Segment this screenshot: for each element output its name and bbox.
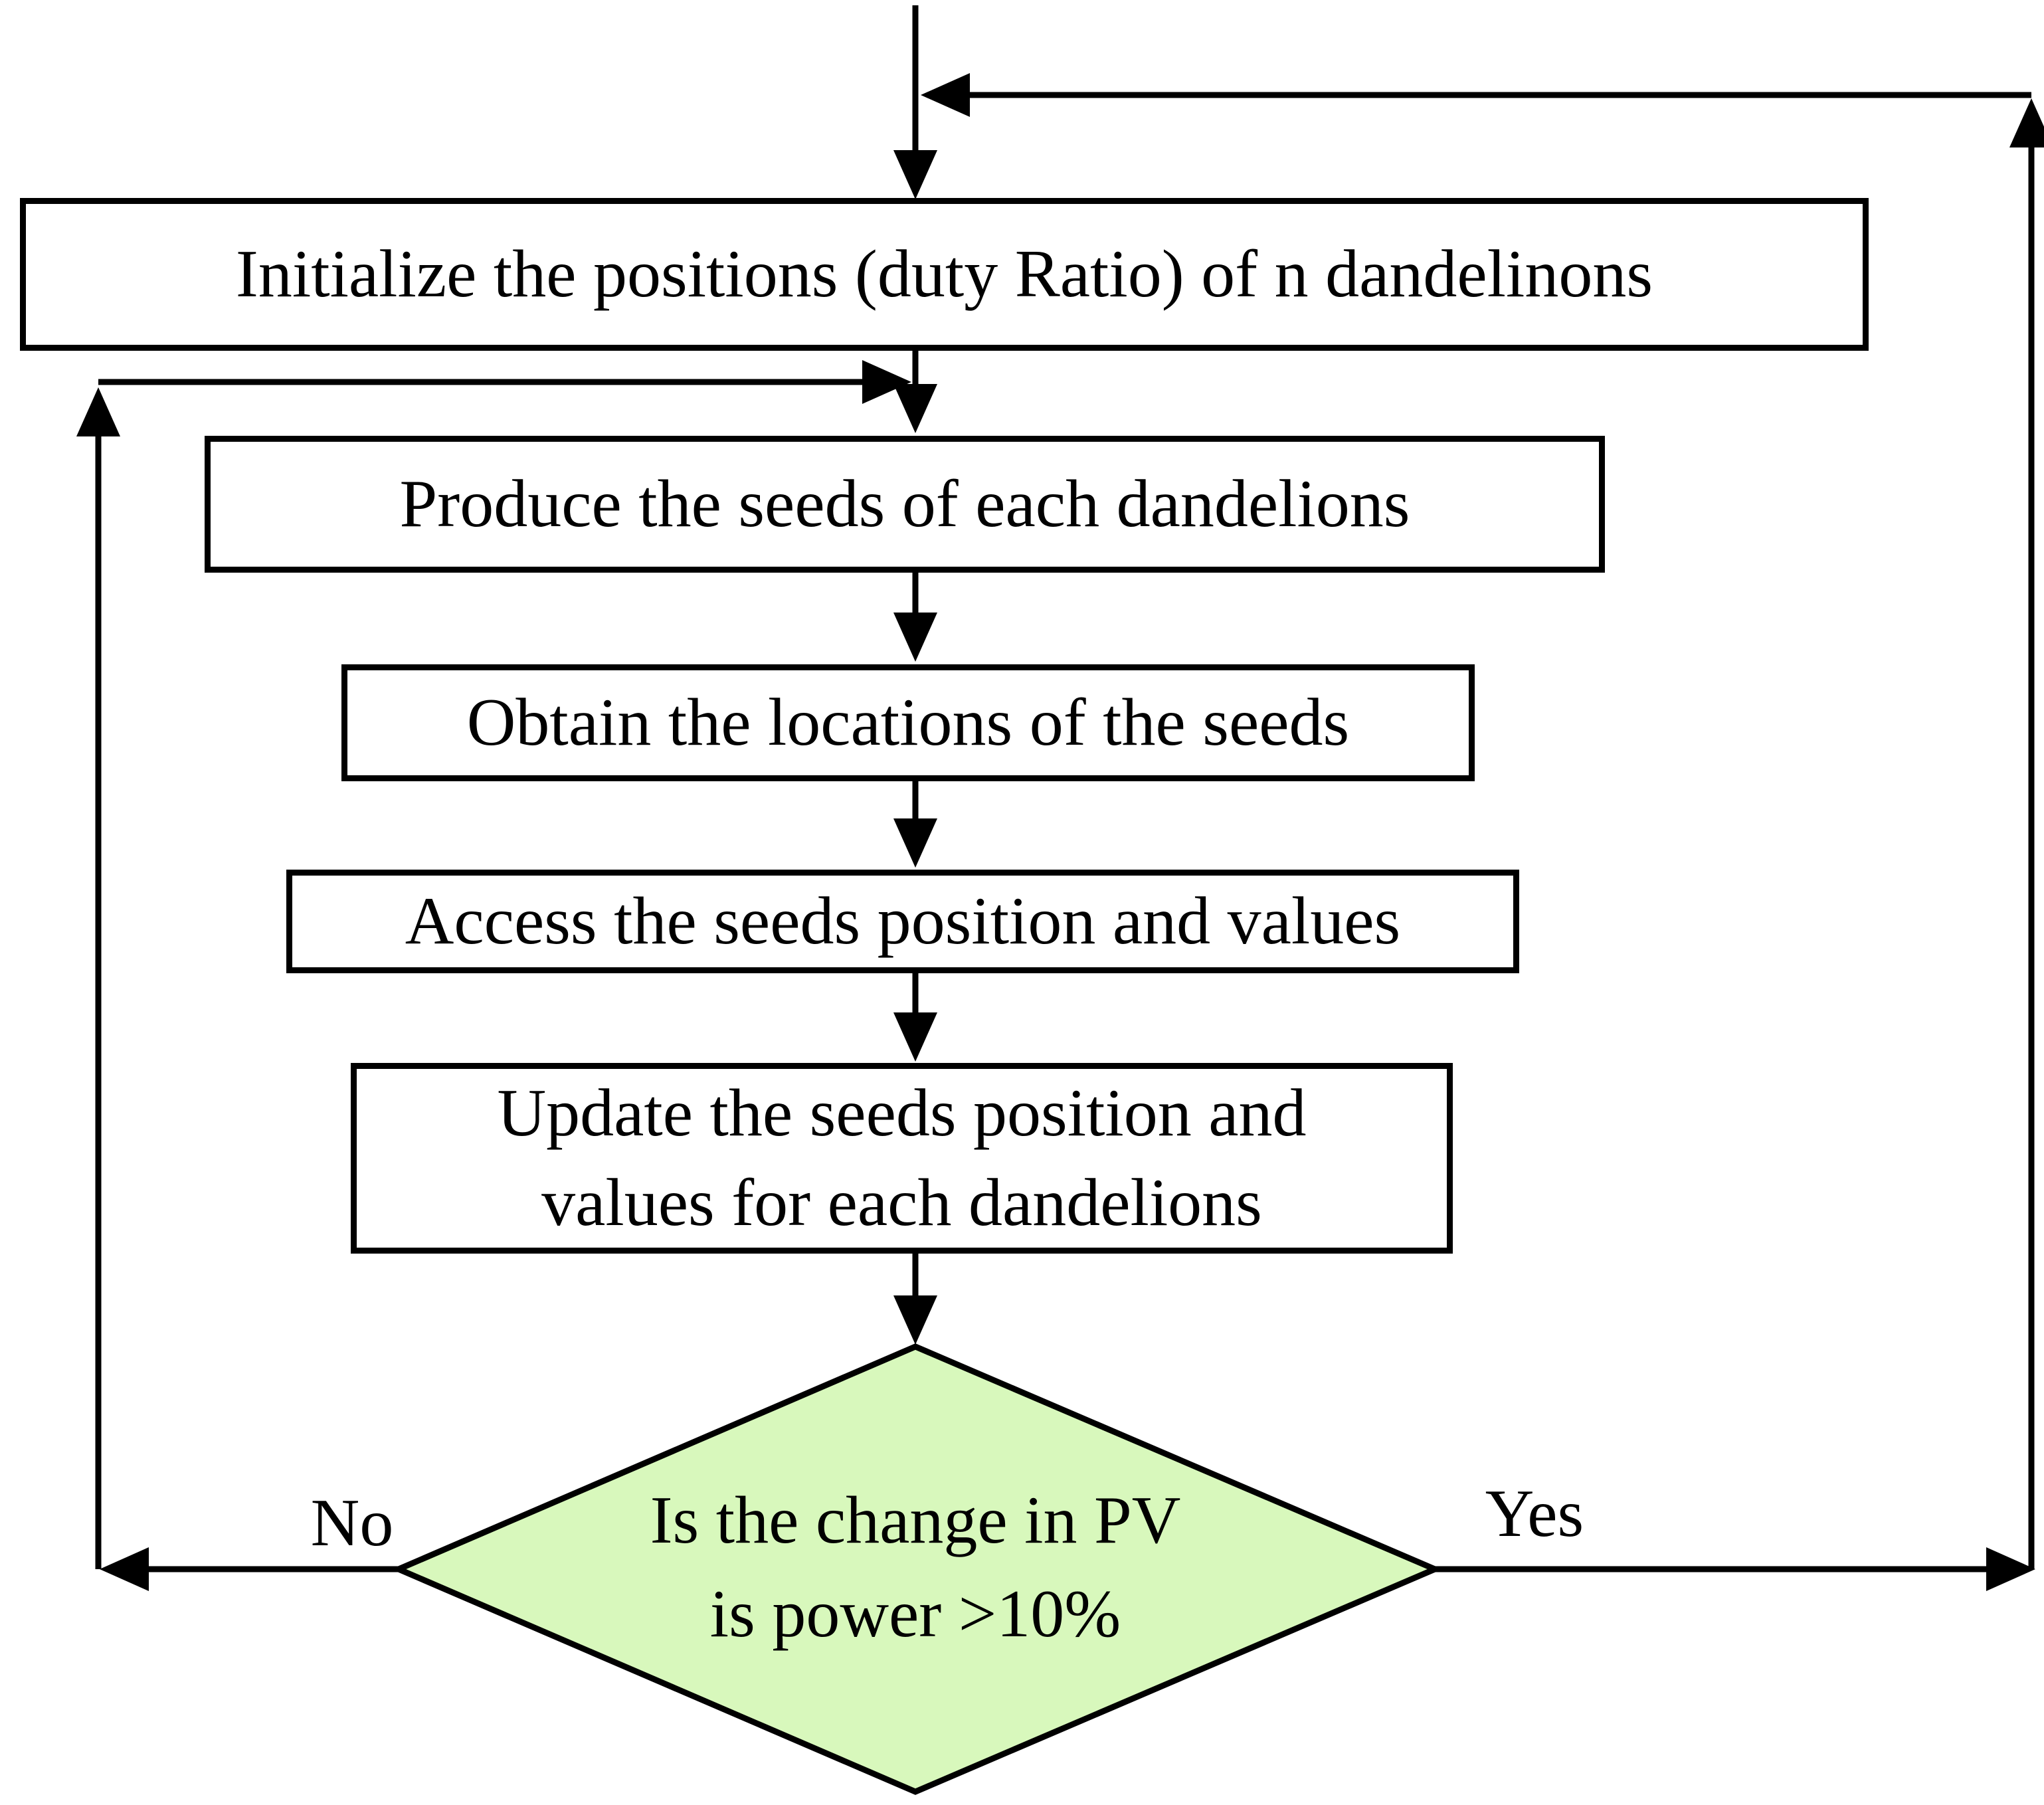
arrowhead-into-obtain-icon [893,613,937,662]
arrowhead-top-feedback-left-icon [921,73,970,117]
step-initialize-box: Initialize the positions (duty Ratio) of… [20,198,1869,351]
decision-text-line2: is power >10% [709,1576,1121,1652]
arrowhead-no-corner-left-icon [100,1547,149,1591]
step-update-line2: values for each dandelions [541,1165,1262,1240]
arrowhead-no-return-right-icon [862,360,911,404]
decision-diamond-shape [391,1343,1443,1795]
arrowhead-left-feedback-up-icon [76,387,120,436]
decision-text: Is the change in PV is power >10% [432,1395,1399,1741]
step-update-line1: Update the seeds position and [497,1075,1307,1151]
arrowhead-into-initialize-icon [893,150,937,199]
arrowhead-into-access-icon [893,818,937,868]
arrowhead-into-decision-icon [893,1295,937,1345]
branch-label-yes: Yes [1485,1476,1584,1551]
step-update-position-box: Update the seeds position and values for… [351,1063,1453,1254]
branch-label-no: No [310,1485,394,1561]
arrowhead-right-feedback-up-icon [2009,98,2044,147]
step-obtain-locations-box: Obtain the locations of the seeds [341,664,1475,781]
step-produce-seeds-box: Produce the seeds of each dandelions [205,436,1605,573]
arrowhead-yes-corner-right-icon [1986,1547,2035,1591]
arrowhead-into-update-icon [893,1012,937,1062]
step-access-position-box: Access the seeds position and values [286,870,1519,973]
decision-text-line1: Is the change in PV [650,1483,1181,1559]
arrowhead-into-produce-icon [893,384,937,433]
